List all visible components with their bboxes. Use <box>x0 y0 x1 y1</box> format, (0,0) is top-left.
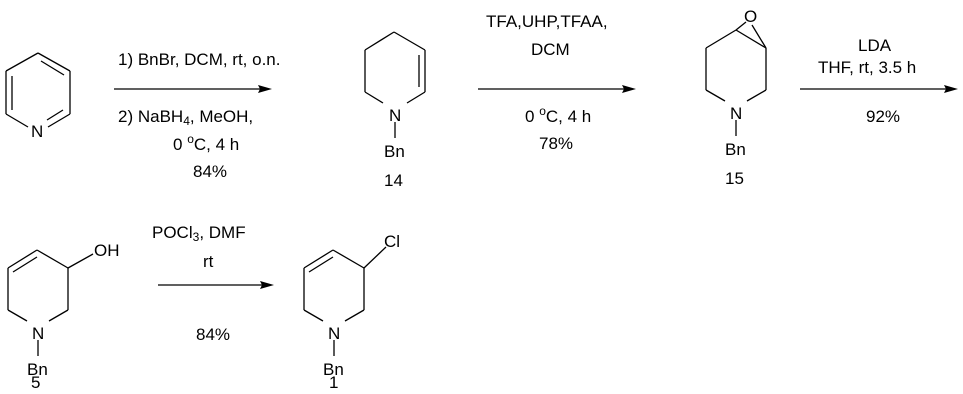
step3-base: LDA <box>858 36 892 55</box>
step3-yield: 92% <box>866 107 901 126</box>
compound-1-n-label: N <box>328 324 340 343</box>
compound-15-number: 15 <box>725 169 744 188</box>
reaction-arrow-2 <box>478 85 636 93</box>
reaction-arrow-4 <box>158 281 274 289</box>
step2-solvent: DCM <box>531 40 570 59</box>
step4-temperature: rt <box>203 252 214 271</box>
pyridine-n-label: N <box>31 122 43 141</box>
compound-5-structure: OH N Bn 5 <box>7 241 120 392</box>
step4-reagents: POCl3, DMF <box>152 223 246 244</box>
compound-5-n-label: N <box>32 324 44 343</box>
compound-15-n-label: N <box>730 104 742 123</box>
compound-5-bn-label: Bn <box>27 360 48 379</box>
compound-15-o-label: O <box>744 7 757 26</box>
step2-yield: 78% <box>539 134 574 153</box>
step2-temperature: 0 oC, 4 h <box>525 104 592 126</box>
step3-conditions: THF, rt, 3.5 h <box>818 58 917 77</box>
step1-yield: 84% <box>193 162 228 181</box>
compound-1-number: 1 <box>329 373 338 392</box>
compound-1-cl-label: Cl <box>384 232 400 251</box>
compound-14-structure: N Bn 14 <box>364 31 426 190</box>
compound-14-number: 14 <box>384 171 403 190</box>
compound-15-structure: O N Bn 15 <box>705 7 767 188</box>
reaction-arrow-3 <box>800 85 958 93</box>
compound-1-structure: Cl N Bn 1 <box>303 232 400 392</box>
compound-5-oh-label: OH <box>94 241 120 260</box>
reaction-arrow-1 <box>114 85 272 93</box>
step1-reduction: 2) NaBH4, MeOH, <box>118 107 254 128</box>
step2-reagents: TFA,UHP,TFAA, <box>486 12 608 31</box>
step4-yield: 84% <box>196 325 231 344</box>
compound-1-bn-label: Bn <box>323 360 344 379</box>
step1-temperature: 0 oC, 4 h <box>173 132 240 154</box>
compound-14-n-label: N <box>389 106 401 125</box>
step1-reagents: 1) BnBr, DCM, rt, o.n. <box>118 50 281 69</box>
compound-5-number: 5 <box>31 373 40 392</box>
pyridine-structure: N <box>5 52 71 141</box>
compound-15-bn-label: Bn <box>725 140 746 159</box>
compound-14-bn-label: Bn <box>384 142 405 161</box>
